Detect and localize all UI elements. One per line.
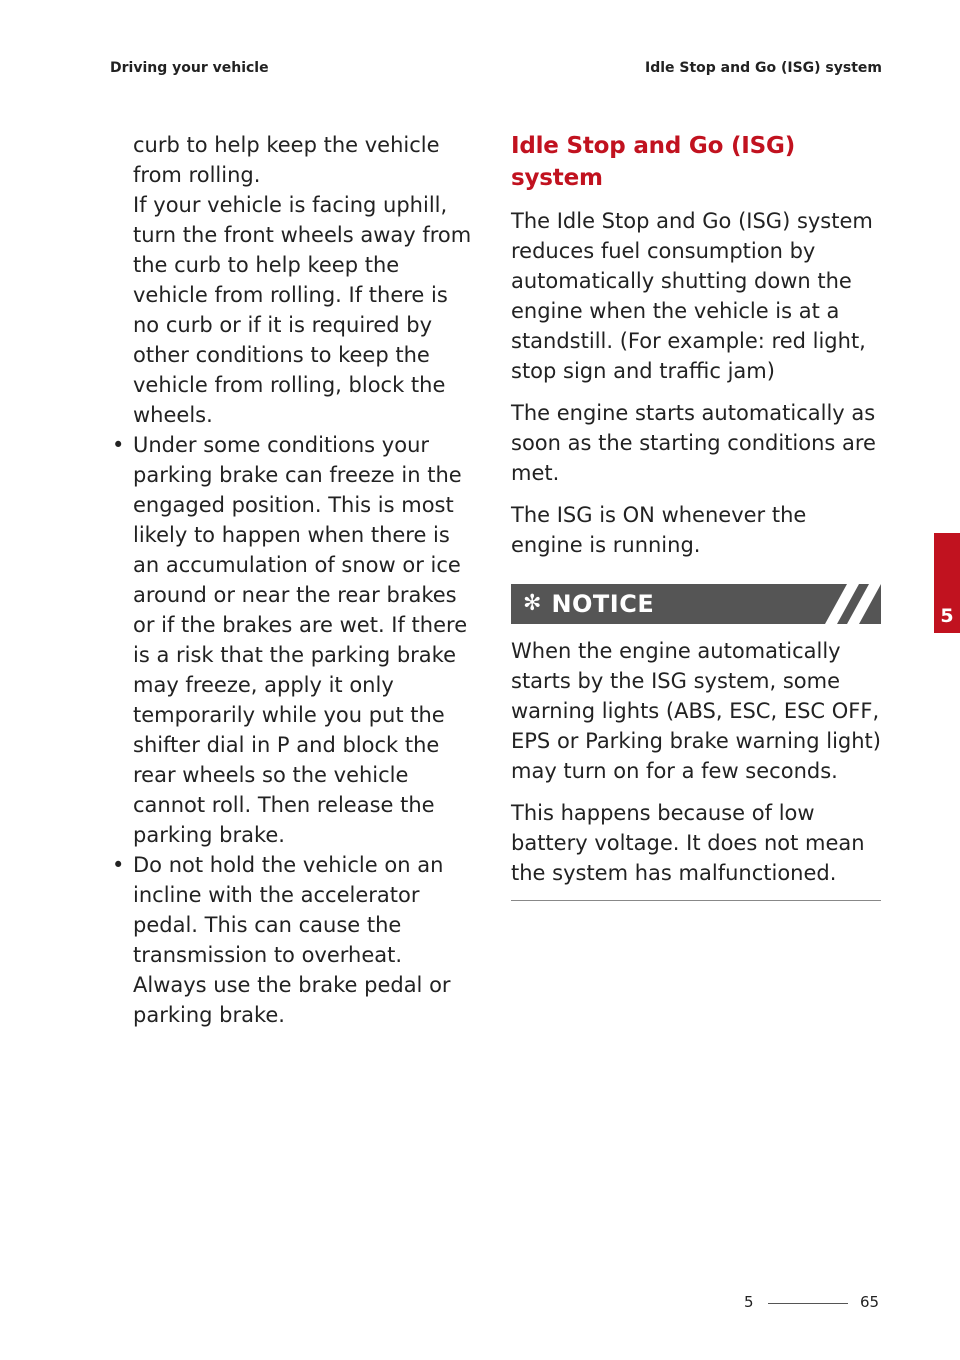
- body-paragraph: The ISG is ON whenever the engine is run…: [511, 503, 807, 557]
- notice-end-rule: [511, 900, 881, 901]
- bullet-text: Under some conditions your parking brake…: [133, 433, 468, 847]
- asterisk-icon: ✻: [523, 591, 542, 616]
- running-header-chapter: Driving your vehicle: [110, 60, 269, 76]
- section-title: Idle Stop and Go (ISG) system: [511, 133, 796, 191]
- notice-paragraph: This happens because of low battery volt…: [511, 801, 865, 885]
- continued-paragraph: If your vehicle is facing uphill, turn t…: [133, 193, 472, 427]
- notice-label: NOTICE: [551, 590, 655, 618]
- bullet-icon: •: [112, 853, 125, 877]
- chapter-tab: 5: [934, 533, 960, 633]
- running-header-section: Idle Stop and Go (ISG) system: [644, 60, 882, 76]
- bullet-item: • Do not hold the vehicle on an incline …: [110, 850, 478, 1030]
- footer-divider: [768, 1303, 848, 1304]
- chapter-tab-number: 5: [940, 605, 954, 627]
- bullet-item: • Under some conditions your parking bra…: [110, 430, 478, 850]
- notice-paragraph: When the engine automatically starts by …: [511, 639, 881, 783]
- continued-paragraph: curb to help keep the vehicle from rolli…: [133, 133, 440, 187]
- notice-banner: ✻ NOTICE: [511, 584, 881, 624]
- left-column: curb to help keep the vehicle from rolli…: [110, 130, 478, 1030]
- bullet-icon: •: [112, 433, 125, 457]
- body-paragraph: The Idle Stop and Go (ISG) system reduce…: [511, 209, 873, 383]
- right-column: Idle Stop and Go (ISG) system The Idle S…: [511, 130, 881, 901]
- body-paragraph: The engine starts automatically as soon …: [511, 401, 876, 485]
- footer-chapter-number: 5: [744, 1293, 754, 1311]
- double-slash-icon: [825, 584, 881, 624]
- page-number: 65: [860, 1293, 880, 1311]
- bullet-text: Do not hold the vehicle on an incline wi…: [133, 853, 451, 1027]
